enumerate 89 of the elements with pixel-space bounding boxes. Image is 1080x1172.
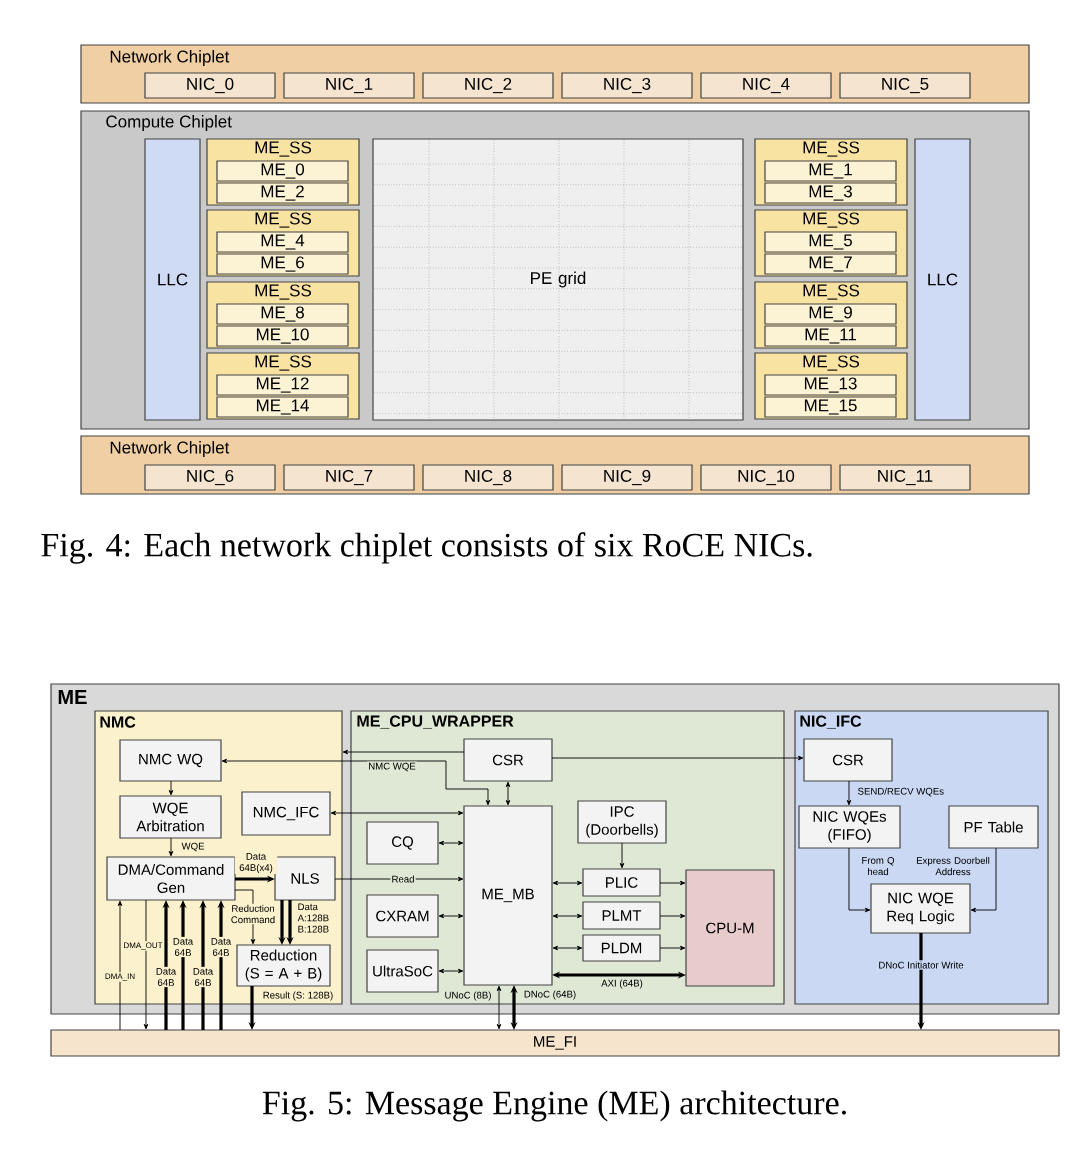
engine-box: ME_8 — [216, 303, 349, 325]
arrow — [619, 842, 625, 869]
block-box: NMC WQ — [119, 739, 222, 782]
block-box: NIC WQEs (FIFO) — [798, 805, 901, 849]
nic-box: NIC_1 — [283, 72, 415, 99]
arrow — [659, 945, 686, 951]
edge-label: WQE — [180, 841, 206, 853]
nic-box: NIC_9 — [561, 464, 693, 491]
block-box: NIC WQE Req Logic — [870, 883, 971, 934]
edge-label: DNoC Initiator Write — [877, 960, 965, 970]
engine-box: ME_9 — [764, 303, 897, 325]
block-box: PLMT — [582, 901, 661, 930]
arrow — [970, 847, 997, 913]
block-box: CSR — [463, 738, 553, 782]
nic-box: NIC_4 — [700, 72, 832, 99]
arrow — [552, 913, 583, 919]
block-box: PLDM — [582, 934, 661, 962]
engine-box: ME_3 — [764, 182, 897, 204]
engine-box: ME_14 — [216, 396, 349, 418]
arrow — [438, 913, 464, 919]
arrow — [342, 749, 465, 755]
edge-label: UNoC (8B) — [443, 990, 493, 1002]
cache-block: LLC — [914, 138, 971, 421]
pe-grid: PE grid — [372, 138, 744, 421]
nic-box: NIC_11 — [839, 464, 971, 491]
block-box: CPU-M — [685, 869, 775, 987]
arrow — [846, 780, 852, 806]
nic-box: NIC_5 — [839, 72, 971, 99]
arrow — [552, 945, 583, 951]
block-box: PF Table — [948, 805, 1039, 849]
arrow — [496, 985, 502, 1030]
block-box: PLIC — [582, 868, 661, 897]
nic-box: NIC_6 — [144, 464, 276, 491]
arrow — [551, 755, 804, 761]
edge-label: Result (S: 128B) — [261, 990, 335, 1002]
engine-box: ME_11 — [764, 325, 897, 347]
arrow — [659, 880, 686, 886]
figure-caption: Fig. 5: Message Engine (ME) architecture. — [262, 1090, 846, 1122]
figure-caption: Fig. 4: Each network chiplet consists of six RoCE NICs. — [41, 532, 812, 564]
arrow — [438, 968, 464, 974]
edge-label: Data A:128B B:128B — [296, 902, 337, 934]
block-box: WQE Arbitration — [119, 795, 222, 839]
engine-box: ME_4 — [216, 231, 349, 253]
edge-label: SEND/RECV WQEs — [856, 786, 946, 798]
block-box: ME_MB — [463, 805, 553, 986]
engine-box: ME_7 — [764, 253, 897, 275]
engine-box: ME_13 — [764, 374, 897, 396]
nic-box: NIC_10 — [700, 464, 832, 491]
engine-box: ME_15 — [764, 396, 897, 418]
block-box: IPC (Doorbells) — [577, 800, 667, 844]
arrow — [659, 913, 686, 919]
block-box: NMC_IFC — [241, 791, 331, 836]
block-box: CQ — [366, 821, 439, 865]
block-box: UltraSoC — [366, 949, 439, 993]
engine-box: ME_1 — [764, 160, 897, 182]
block-box: Reduction (S = A + B) — [236, 944, 331, 987]
arrow — [168, 837, 174, 857]
arrow — [221, 758, 491, 806]
nic-box: NIC_2 — [422, 72, 554, 99]
block-box: CSR — [803, 738, 893, 782]
engine-box: ME_12 — [216, 374, 349, 396]
edge-label: AXI (64B) — [600, 978, 644, 990]
arrow — [848, 847, 871, 913]
nic-box: NIC_8 — [422, 464, 554, 491]
arrow — [117, 900, 123, 1031]
engine-box: ME_10 — [216, 325, 349, 347]
arrow — [552, 880, 583, 886]
engine-box: ME_6 — [216, 253, 349, 275]
edge-label: DNoC (64B) — [522, 989, 578, 1001]
arrow — [438, 840, 464, 846]
edge-label: DMA_IN — [103, 972, 137, 982]
block-box: CXRAM — [366, 894, 439, 938]
arrow — [168, 780, 174, 796]
engine-box: ME_5 — [764, 231, 897, 253]
engine-box: ME_0 — [216, 160, 349, 182]
arrow — [330, 810, 464, 816]
nic-box: NIC_0 — [144, 72, 276, 99]
block-box: DMA/Command Gen — [106, 856, 236, 901]
edge-label: DMA_OUT — [122, 941, 164, 951]
cache-block: LLC — [144, 138, 201, 421]
nic-box: NIC_7 — [283, 464, 415, 491]
edge-label: Read — [390, 874, 416, 884]
engine-box: ME_2 — [216, 182, 349, 204]
nic-box: NIC_3 — [561, 72, 693, 99]
edge-label: NMC WQE — [367, 761, 417, 773]
arrow — [143, 899, 149, 1030]
block-box: NLS — [274, 856, 336, 901]
arrow — [505, 781, 511, 806]
bus-bar: ME_FI — [50, 1029, 1060, 1057]
